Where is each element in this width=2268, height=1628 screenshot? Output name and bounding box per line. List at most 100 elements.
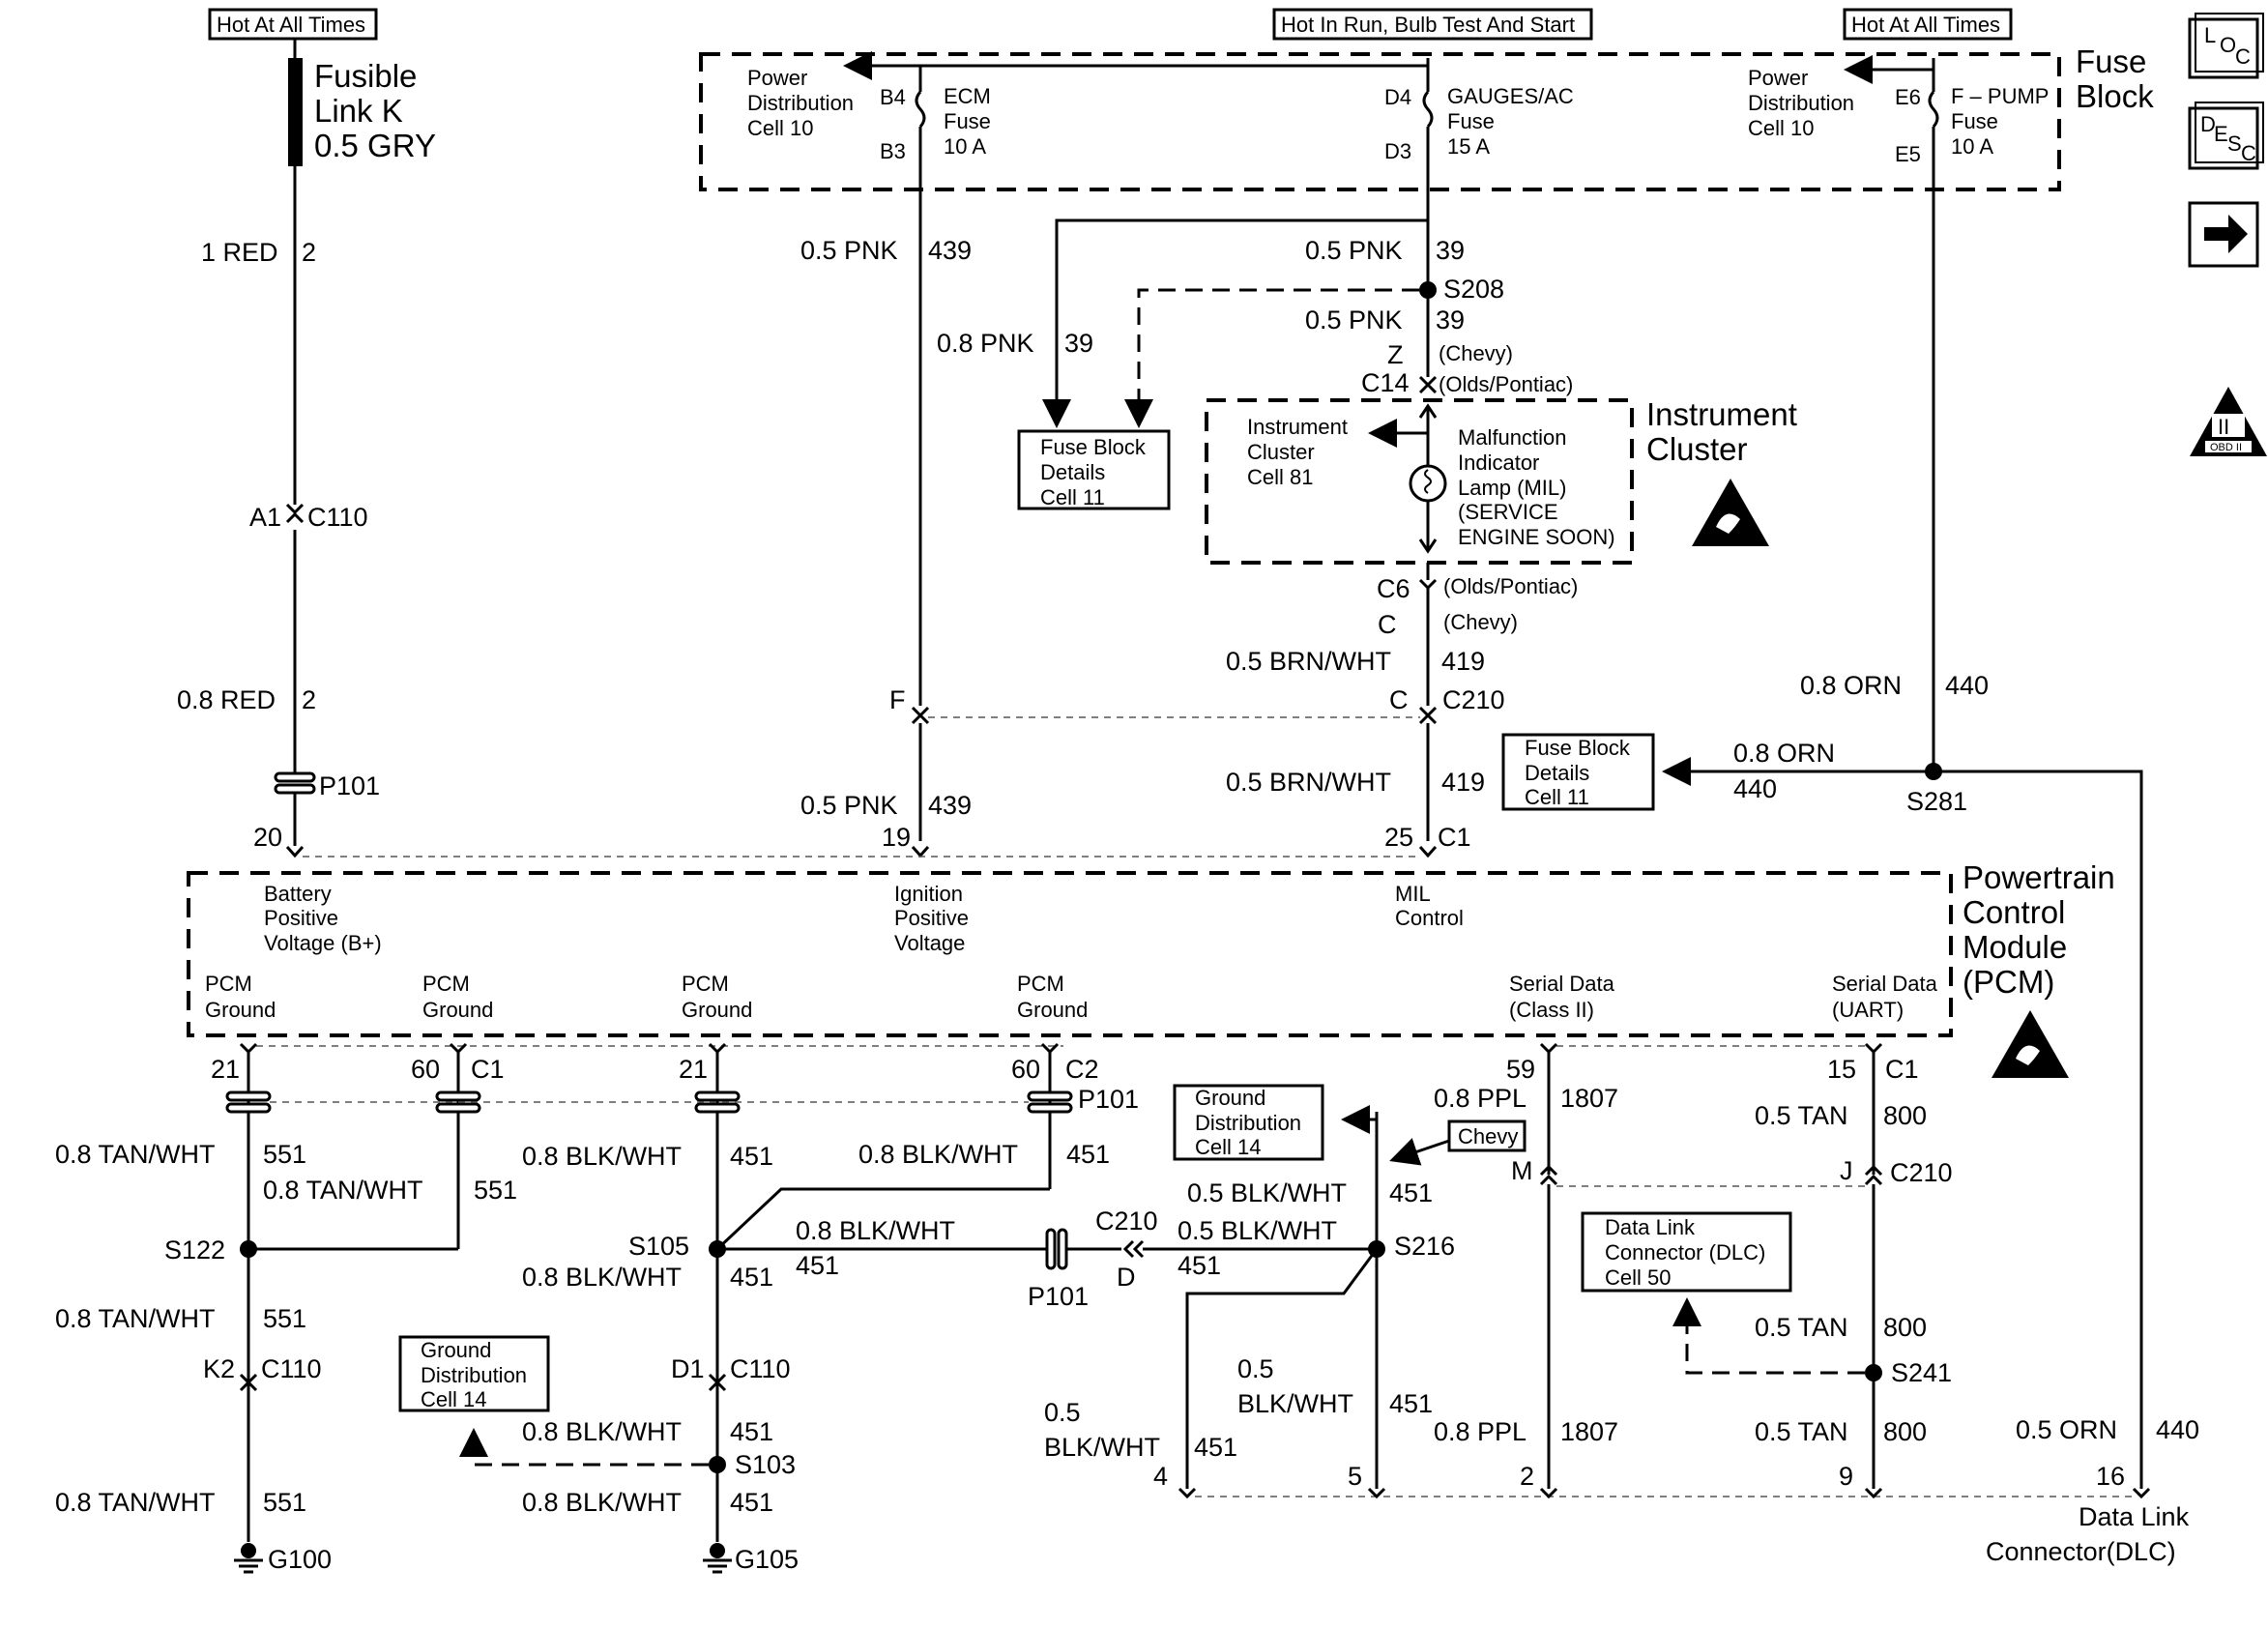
s241-label: S241 <box>1891 1358 1952 1387</box>
c1b-label: C1 <box>1885 1055 1919 1084</box>
wire-blk-h-num: 451 <box>796 1251 839 1280</box>
m-label: M <box>1511 1156 1533 1185</box>
gauges-fuse-out: D3 <box>1384 139 1411 163</box>
esd-warning-icon <box>1692 479 1769 546</box>
wire-tan3-label: 0.8 TAN/WHT <box>55 1304 216 1333</box>
wire-blk8-a: 0.5 <box>1237 1354 1274 1383</box>
wire-blk3-num: 451 <box>730 1263 773 1292</box>
pin20-label: 20 <box>253 823 282 852</box>
pin60a-label: 60 <box>411 1055 440 1084</box>
wire-blk8-b: BLK/WHT <box>1237 1389 1353 1418</box>
pcm-gnd2-l2: Ground <box>422 998 493 1022</box>
ecm-fuse-in: B4 <box>880 85 906 109</box>
g105-label: G105 <box>735 1545 799 1574</box>
c1-label-top: C1 <box>1438 823 1471 852</box>
fuse-block-title2: Block <box>2076 78 2154 114</box>
wire-tan7-num: 800 <box>1883 1417 1927 1446</box>
s208-label: S208 <box>1443 275 1504 304</box>
gauges-fuse-rating: 15 A <box>1447 134 1490 159</box>
g100-label: G100 <box>268 1545 332 1574</box>
wire-blk4-num: 451 <box>1178 1251 1221 1280</box>
dlc-box-l3: Cell 50 <box>1605 1265 1671 1290</box>
wire-tan3-num: 551 <box>263 1304 306 1333</box>
pcm-bplus-l3: Voltage (B+) <box>264 931 382 955</box>
ground-distribution-box-2[interactable]: Ground Distribution Cell 14 <box>398 1335 550 1412</box>
fuse-block-details-box-2[interactable]: Fuse Block Details Cell 11 <box>1501 733 1655 811</box>
pcm-title1: Powertrain <box>1963 859 2115 895</box>
pcm-bplus-l1: Battery <box>264 882 332 906</box>
pcm-ign-l1: Ignition <box>894 882 963 906</box>
ground-distribution-box-1[interactable]: Ground Distribution Cell 14 <box>1173 1084 1324 1161</box>
hot-label-run-text: Hot In Run, Bulb Test And Start <box>1281 13 1575 37</box>
c2-label: C2 <box>1065 1055 1099 1084</box>
s103-splice <box>709 1456 726 1473</box>
pcm-bplus-l2: Positive <box>264 906 338 930</box>
wire-pnk39-2-label: 0.5 PNK <box>1305 305 1403 334</box>
fpump-fuse-in: E6 <box>1895 85 1921 109</box>
wire-tan2-num: 551 <box>474 1176 517 1205</box>
obd-ii-icon: II OBD II <box>2190 387 2267 456</box>
z-label: Z <box>1387 340 1404 369</box>
pdc-right: Power Distribution Cell 10 <box>1748 66 1854 140</box>
fusible-link-line2: Link K <box>314 93 403 129</box>
wire-blk9-num: 451 <box>1194 1433 1237 1462</box>
dlc-pin16: 16 <box>2096 1462 2125 1491</box>
wire-pnk39-2-num: 39 <box>1436 305 1465 334</box>
ground-g100-icon <box>234 1543 263 1574</box>
fbd2-l3: Cell 11 <box>1525 785 1589 809</box>
loc-c: C <box>2235 44 2251 69</box>
instrument-cluster-title2: Cluster <box>1646 431 1748 467</box>
dlc-pin9: 9 <box>1839 1462 1853 1491</box>
pin19-label: 19 <box>882 823 911 852</box>
pcm-box <box>187 871 1953 1037</box>
wire-08red-num: 2 <box>302 685 316 714</box>
mil-l5: ENGINE SOON) <box>1458 525 1615 549</box>
c210-label-top: C210 <box>1442 685 1505 714</box>
loc-l: L <box>2204 23 2216 47</box>
wire-pnk08-num: 39 <box>1064 329 1093 358</box>
wire-blk2-label: 0.8 BLK/WHT <box>858 1140 1018 1169</box>
wire-ppl2-label: 0.8 PPL <box>1434 1417 1527 1446</box>
wire-tan5-num: 800 <box>1883 1101 1927 1130</box>
chevy-note-2: (Chevy) <box>1443 610 1518 634</box>
hot-label-right-text: Hot At All Times <box>1851 13 2000 37</box>
pcm-ign-l2: Positive <box>894 906 969 930</box>
pcm-gnd2-l1: PCM <box>422 972 470 996</box>
wire-brnwht2-num: 419 <box>1441 768 1485 797</box>
gauges-fuse: D4 D3 GAUGES/AC Fuse 15 A <box>1384 66 1574 290</box>
wire-tan5-label: 0.5 TAN <box>1755 1101 1848 1130</box>
chevy-tag: Chevy <box>1389 1119 1527 1166</box>
pcm-uart-l1: Serial Data <box>1832 972 1938 996</box>
gauges-fuse-in: D4 <box>1384 85 1411 109</box>
pcm-title4: (PCM) <box>1963 964 2054 1000</box>
wire-blk1-num: 451 <box>730 1142 773 1171</box>
pcm-title3: Module <box>1963 929 2067 965</box>
obd-ii-text: OBD II <box>2210 442 2242 453</box>
pcm-serial2-l2: (Class II) <box>1509 998 1594 1022</box>
fpump-fuse-out: E5 <box>1895 142 1921 166</box>
c210c-label: C210 <box>1890 1158 1953 1187</box>
wire-pnk439-2-num: 439 <box>928 791 972 820</box>
wire-brnwht2-label: 0.5 BRN/WHT <box>1226 768 1391 797</box>
fpump-fuse-rating: 10 A <box>1951 134 1993 159</box>
wire-08red-label: 0.8 RED <box>177 685 276 714</box>
s122-label: S122 <box>164 1236 225 1265</box>
gd1-l1: Ground <box>1195 1086 1265 1110</box>
dlc-cell-box[interactable]: Data Link Connector (DLC) Cell 50 <box>1581 1211 1792 1293</box>
wire-tan4-label: 0.8 TAN/WHT <box>55 1488 216 1517</box>
pdc-right-l1: Power <box>1748 66 1808 90</box>
chevy-tag-text: Chevy <box>1458 1124 1518 1148</box>
fuse-block-details-box[interactable]: Fuse Block Details Cell 11 <box>1017 429 1171 510</box>
pdc-left: Power Distribution Cell 10 <box>747 66 854 140</box>
wire-brnwht1-num: 419 <box>1441 647 1485 676</box>
wire-blk7-num: 451 <box>730 1488 773 1517</box>
gd2-l2: Distribution <box>421 1363 527 1387</box>
pcm-gnd1-l2: Ground <box>205 998 276 1022</box>
wire-blk3-label: 0.8 BLK/WHT <box>522 1263 682 1292</box>
c1a-label: C1 <box>471 1055 505 1084</box>
wire-blk9-b: BLK/WHT <box>1044 1433 1160 1462</box>
pcm-gnd4-l1: PCM <box>1017 972 1064 996</box>
wire-tan1-label: 0.8 TAN/WHT <box>55 1140 216 1169</box>
next-page-arrow-icon[interactable] <box>2188 201 2259 268</box>
fuse-block-box <box>699 52 2061 191</box>
